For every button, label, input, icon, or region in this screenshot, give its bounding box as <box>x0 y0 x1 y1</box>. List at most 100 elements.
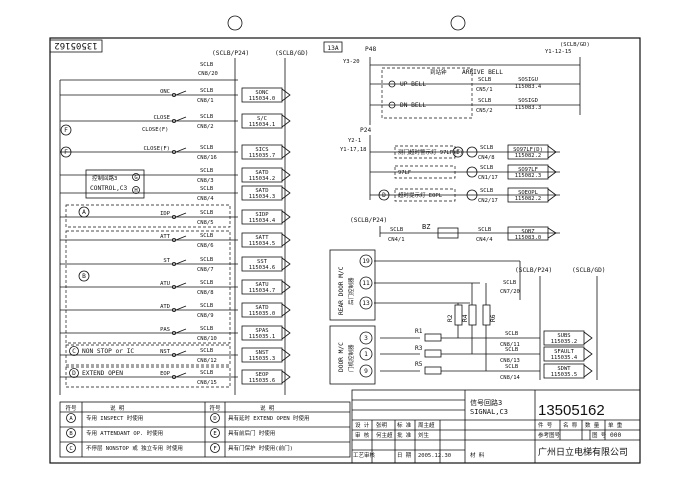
tb-signer-4: 刘生 <box>418 431 430 439</box>
tb-col-weight: 单 重 <box>608 421 623 429</box>
left-tag-code: SICS <box>255 147 268 153</box>
bell-cn: CN5/1 <box>476 87 493 93</box>
left-tag-part: 115035.1 <box>249 334 276 340</box>
title-block <box>351 389 641 464</box>
wire-label: SCLB <box>200 280 214 286</box>
cn-label: CN8/9 <box>197 313 214 319</box>
bottom-wire: SCLB <box>505 364 519 370</box>
cn-label: CN8/3 <box>197 178 214 184</box>
bottom-tag-code: SDWT <box>557 366 571 372</box>
left-tag-part: 115035.3 <box>249 356 276 362</box>
p24-label: P24 <box>360 127 371 134</box>
lamp-wire: SCLB <box>480 145 494 151</box>
control-c3-box <box>85 169 145 199</box>
svg-text:F: F <box>64 149 68 156</box>
bz-left-cn: CN4/1 <box>388 237 405 243</box>
bell-code: SOSIGD <box>518 98 538 104</box>
wire-label: SCLB <box>200 145 214 151</box>
circle-d: D <box>69 368 79 378</box>
signal-label: IDP <box>160 211 171 217</box>
cn-label: CN8/4 <box>197 196 214 202</box>
bz-label: BZ <box>422 223 430 231</box>
lamp-tag-part: 115082.2 <box>515 153 542 159</box>
tb-signer-3: 何主超 <box>376 431 393 439</box>
wire-label: SCLB <box>200 303 214 309</box>
wire-label: SCLB <box>200 168 214 174</box>
tb-material: 材 料 <box>470 451 485 459</box>
tb-standard: 标 准 <box>397 421 412 429</box>
legend-h-sym: 符号 <box>65 404 77 412</box>
rear-terminal: 13 <box>359 296 373 310</box>
rear-terminal: 19 <box>359 254 373 268</box>
left-tag-part: 115034.6 <box>249 265 276 271</box>
signal-label: ATT <box>160 234 171 240</box>
signal-label: ONC <box>160 89 170 95</box>
left-tag-part: 115034.4 <box>249 218 276 224</box>
rear-door-box <box>329 249 376 321</box>
door-terminal: 3 <box>359 331 373 345</box>
left-tag-part: 115035.0 <box>249 311 276 317</box>
tb-col-qty: 数 量 <box>585 421 600 429</box>
signal-label: NST <box>160 349 171 355</box>
group-b-box <box>65 230 231 344</box>
left-tag-code: SPAS <box>255 328 268 334</box>
cn-label: CN8/6 <box>197 243 214 249</box>
left-tag-code: SATD <box>255 188 268 194</box>
legend-sym: C <box>69 446 72 452</box>
left-tag-part: 115034.1 <box>249 122 276 128</box>
bottom-top-cn: CN7/20 <box>500 289 520 295</box>
legend-text: 专用 INSPECT 时使用 <box>86 414 143 422</box>
tb-date-label: 日 期 <box>397 452 412 459</box>
legend-text2: 具有门保护 时使用(前门) <box>228 444 293 452</box>
signal-label: PAS <box>160 327 170 333</box>
circle-f-3: F <box>452 146 464 158</box>
legend-text2: 具有前后门 时使用 <box>228 429 275 437</box>
rear-terminal: 11 <box>359 276 373 290</box>
door-box <box>329 325 376 385</box>
left-tag-code: SATT <box>255 235 269 241</box>
left-tag-code: SIDP <box>255 212 269 218</box>
signal-label: ST <box>163 258 170 264</box>
bell-box <box>381 67 473 119</box>
lamp-row: 测门超时警示灯 97LF(D)SCLBCN4/8SO97LF(D)115082.… <box>370 144 560 161</box>
right-bus-gd: (SCLB/GD) <box>560 42 590 48</box>
left-tag-part: 115034.2 <box>249 176 276 182</box>
bz-right-wire: SCLB <box>478 227 492 233</box>
group-c-box <box>65 344 231 366</box>
lamp-cn: CN1/17 <box>478 175 498 181</box>
bell-wire: SCLB <box>478 77 492 83</box>
legend-sym: A <box>69 416 73 422</box>
resistor-r6: R6 <box>490 314 497 322</box>
bottom-top-wire: SCLB <box>503 280 517 286</box>
rear-door-label: REAR DOOR M/C <box>338 266 345 315</box>
tb-col-name: 名 称 <box>563 421 578 429</box>
bell-part: 115083.3 <box>515 105 542 111</box>
lamp-tag-code: SOEOPL <box>518 190 539 196</box>
cn-label: CN8/8 <box>197 290 214 296</box>
punch-hole-right <box>450 15 466 31</box>
group-a-box <box>65 204 231 228</box>
legend-sym2: D <box>213 416 216 422</box>
lamp-tag-part: 115082.3 <box>515 173 542 179</box>
resistor-r2: R2 <box>447 314 454 322</box>
left-tag-part: 115035.6 <box>249 378 276 384</box>
y1-label: Y1-17,18 <box>340 147 367 153</box>
svg-text:D: D <box>72 370 76 377</box>
bz-right-cn: CN4/4 <box>476 237 493 243</box>
bell-part: 115083.4 <box>515 84 542 90</box>
lamp-label: 超时提示灯 EOPL <box>398 191 443 199</box>
